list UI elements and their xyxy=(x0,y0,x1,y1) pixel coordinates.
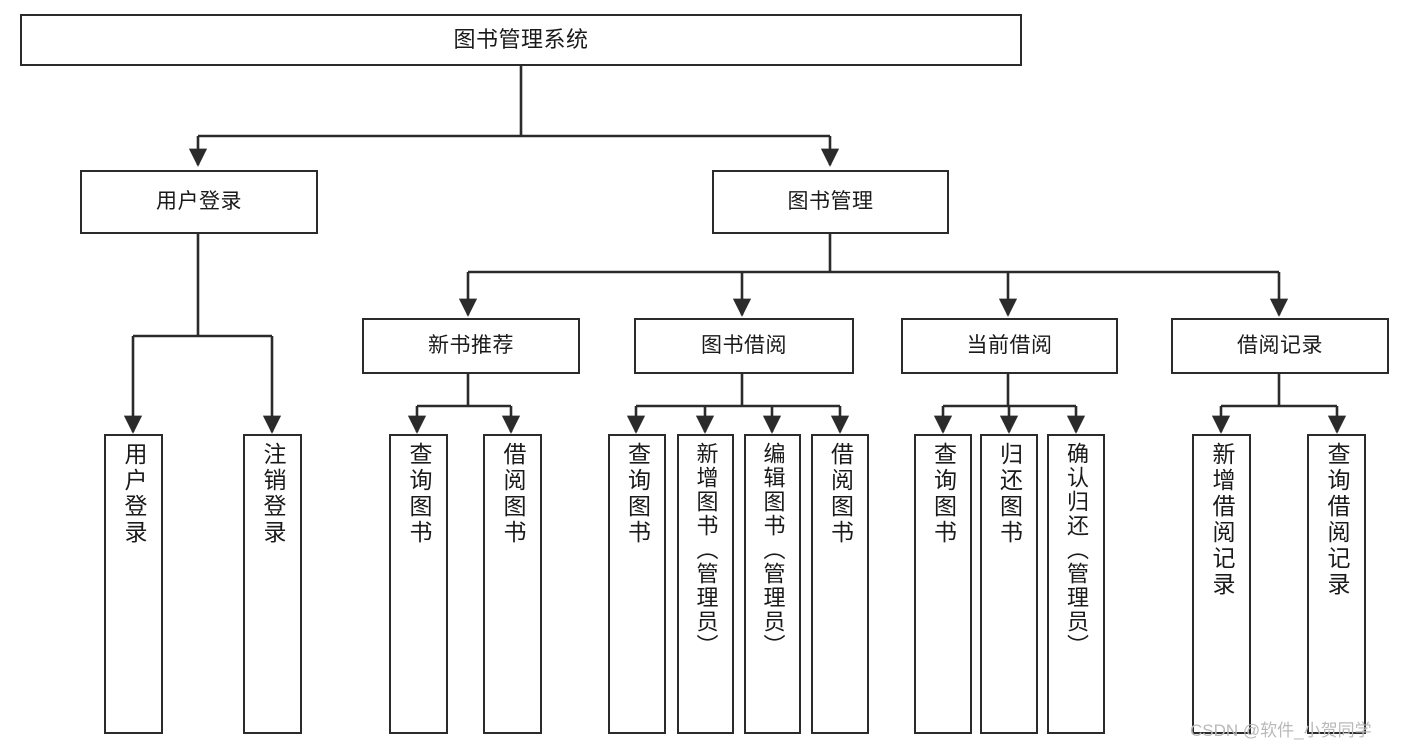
node-leaf-borrow-book-1[interactable]: 借阅图书 xyxy=(483,434,542,734)
node-new-book-recommend-label: 新书推荐 xyxy=(428,334,514,358)
node-leaf-confirm-return-label: 确认归还（管理员） xyxy=(1064,442,1089,658)
node-root[interactable]: 图书管理系统 xyxy=(20,14,1022,66)
node-leaf-user-login-label: 用户登录 xyxy=(121,442,147,546)
node-leaf-query-book-3-label: 查询图书 xyxy=(930,442,957,546)
csdn-watermark: CSDN @软件_小贺同学 xyxy=(1190,721,1372,740)
node-book-manage-label: 图书管理 xyxy=(787,190,874,214)
node-leaf-query-book-1-label: 查询图书 xyxy=(406,442,432,546)
node-leaf-user-logout[interactable]: 注销登录 xyxy=(243,434,302,734)
node-root-label: 图书管理系统 xyxy=(453,26,589,52)
node-borrow-record-label: 借阅记录 xyxy=(1237,334,1323,358)
node-leaf-add-record-label: 新增借阅记录 xyxy=(1209,442,1235,598)
node-leaf-query-book-3[interactable]: 查询图书 xyxy=(914,434,972,734)
node-leaf-user-logout-label: 注销登录 xyxy=(260,442,286,546)
node-leaf-add-book-label: 新增图书（管理员） xyxy=(693,442,719,658)
node-leaf-return-book[interactable]: 归还图书 xyxy=(980,434,1038,734)
node-user-login-label: 用户登录 xyxy=(156,190,242,214)
node-book-manage[interactable]: 图书管理 xyxy=(712,170,949,234)
node-leaf-borrow-book-1-label: 借阅图书 xyxy=(500,442,526,546)
node-leaf-edit-book[interactable]: 编辑图书（管理员） xyxy=(744,434,801,734)
node-leaf-query-book-2[interactable]: 查询图书 xyxy=(608,434,666,734)
node-book-borrow-label: 图书借阅 xyxy=(701,334,787,358)
node-leaf-add-book[interactable]: 新增图书（管理员） xyxy=(677,434,734,734)
node-leaf-query-book-2-label: 查询图书 xyxy=(624,442,651,546)
node-leaf-query-record[interactable]: 查询借阅记录 xyxy=(1307,434,1366,734)
node-leaf-query-record-label: 查询借阅记录 xyxy=(1324,442,1350,598)
node-leaf-add-record[interactable]: 新增借阅记录 xyxy=(1192,434,1251,734)
node-leaf-confirm-return[interactable]: 确认归还（管理员） xyxy=(1047,434,1105,734)
node-borrow-record[interactable]: 借阅记录 xyxy=(1171,318,1389,374)
node-leaf-query-book-1[interactable]: 查询图书 xyxy=(389,434,448,734)
node-current-borrow-label: 当前借阅 xyxy=(966,334,1053,358)
node-leaf-user-login[interactable]: 用户登录 xyxy=(104,434,163,734)
node-book-borrow[interactable]: 图书借阅 xyxy=(634,318,854,374)
node-leaf-edit-book-label: 编辑图书（管理员） xyxy=(760,442,786,658)
node-new-book-recommend[interactable]: 新书推荐 xyxy=(362,318,580,374)
node-user-login[interactable]: 用户登录 xyxy=(80,170,318,234)
node-current-borrow[interactable]: 当前借阅 xyxy=(901,318,1118,374)
node-leaf-return-book-label: 归还图书 xyxy=(996,442,1023,546)
node-leaf-borrow-book-2-label: 借阅图书 xyxy=(827,442,854,546)
node-leaf-borrow-book-2[interactable]: 借阅图书 xyxy=(811,434,869,734)
